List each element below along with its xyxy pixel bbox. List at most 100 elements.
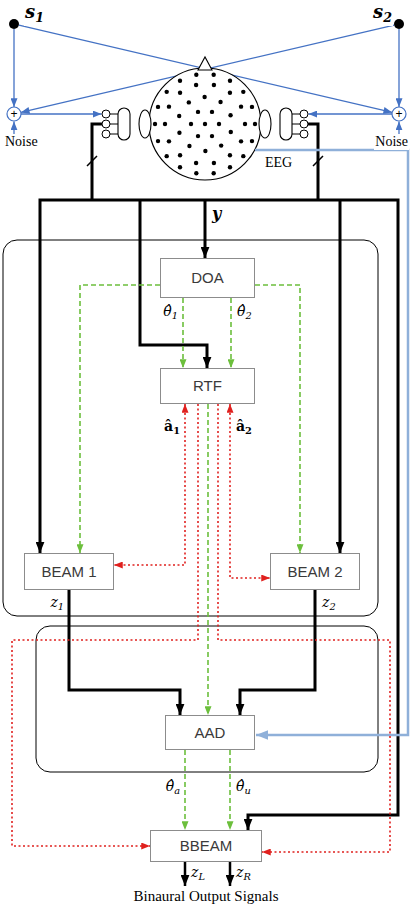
connectors bbox=[12, 285, 390, 852]
diagram-label: s2 bbox=[372, 2, 393, 26]
noise-arrow bbox=[13, 122, 14, 135]
nose-symbol bbox=[198, 57, 212, 70]
math-symbol: y bbox=[212, 204, 221, 223]
microphone-symbol bbox=[102, 120, 110, 128]
math-symbol: z bbox=[322, 594, 329, 610]
signal-connector bbox=[182, 298, 184, 368]
math-symbol: θ̂ bbox=[163, 303, 171, 319]
diagram-label: zL bbox=[190, 864, 206, 883]
electrode bbox=[163, 122, 167, 126]
math-symbol: s bbox=[373, 1, 383, 22]
electrode bbox=[164, 154, 168, 158]
math-symbol: θ̂ bbox=[166, 778, 174, 794]
math-symbol: z bbox=[191, 864, 198, 880]
output-arrow bbox=[184, 862, 187, 886]
electrode bbox=[218, 100, 222, 104]
electrode bbox=[212, 83, 216, 87]
electrode bbox=[194, 161, 198, 165]
process-box: AAD bbox=[165, 715, 255, 750]
electrode bbox=[228, 78, 232, 82]
subscript: u bbox=[244, 785, 250, 796]
electrode bbox=[253, 122, 257, 126]
math-symbol: θ̂ bbox=[237, 303, 245, 319]
electrode bbox=[239, 139, 243, 143]
electrode bbox=[178, 91, 182, 95]
summing-circle bbox=[7, 107, 21, 121]
noise-arrow bbox=[398, 122, 399, 135]
eeg-arrow bbox=[255, 150, 408, 735]
microphone-symbol bbox=[300, 120, 308, 128]
head-outline bbox=[149, 68, 261, 180]
diagram-label: + bbox=[395, 108, 402, 120]
output-arrow bbox=[229, 862, 232, 886]
processing-panel bbox=[3, 240, 378, 616]
microphone-symbol bbox=[300, 110, 308, 118]
signal-label: θ̂1 bbox=[162, 303, 179, 322]
mic-wire bbox=[292, 114, 300, 134]
box-label: DOA bbox=[191, 269, 224, 286]
signal-connector bbox=[184, 750, 186, 830]
electrode bbox=[212, 161, 216, 165]
subscript: R bbox=[243, 871, 250, 882]
math-symbol: z bbox=[236, 864, 243, 880]
subscript: 1 bbox=[172, 310, 178, 321]
electrode bbox=[219, 143, 223, 147]
diagram-label: y bbox=[211, 205, 222, 223]
acoustic-path bbox=[13, 29, 14, 107]
mic-input-arrow bbox=[309, 113, 393, 114]
subscript: 2 bbox=[329, 601, 335, 612]
electrode bbox=[187, 144, 191, 148]
electrode bbox=[228, 153, 232, 157]
signal-bus bbox=[339, 200, 342, 553]
diagram-label: + bbox=[10, 108, 17, 120]
ear-symbol bbox=[139, 110, 151, 138]
electrode bbox=[167, 104, 171, 108]
box-label: BEAM 2 bbox=[287, 563, 342, 580]
mic-bus bbox=[92, 124, 102, 200]
process-box: BEAM 2 bbox=[270, 553, 360, 590]
electrode bbox=[178, 153, 182, 157]
electrode bbox=[167, 139, 171, 143]
signal-connector bbox=[255, 285, 300, 553]
subscript: 2 bbox=[245, 425, 252, 436]
electrode bbox=[153, 122, 157, 126]
electrode bbox=[250, 105, 254, 109]
math-symbol: â bbox=[164, 418, 173, 434]
diagram-label: Noise bbox=[4, 134, 39, 150]
process-box: RTF bbox=[160, 368, 255, 404]
electrode bbox=[164, 90, 168, 94]
electrode bbox=[178, 78, 182, 82]
signal-connector bbox=[240, 590, 315, 715]
electrode bbox=[177, 131, 181, 135]
summing-circle bbox=[392, 107, 406, 121]
electrode bbox=[194, 83, 198, 87]
signal-label: θ̂a bbox=[165, 778, 181, 797]
electrode bbox=[194, 73, 198, 77]
acoustic-path bbox=[398, 29, 399, 107]
math-symbol: s bbox=[25, 1, 35, 22]
signal-label: z1 bbox=[49, 594, 65, 613]
subscript: L bbox=[198, 871, 205, 882]
electrode bbox=[228, 113, 232, 117]
diagram-label: EEG bbox=[264, 155, 293, 171]
electrode bbox=[229, 130, 233, 134]
electrode bbox=[211, 171, 215, 175]
diagram-label: Noise bbox=[374, 134, 409, 150]
mic-wire bbox=[110, 114, 118, 134]
electrode bbox=[239, 104, 243, 108]
output-caption: Binaural Output Signals bbox=[133, 888, 280, 905]
electrode bbox=[228, 91, 232, 95]
mic-input-arrow bbox=[21, 113, 102, 114]
diagram-label: zR bbox=[235, 864, 252, 883]
electrode bbox=[202, 95, 206, 99]
signal-label: â2 bbox=[235, 418, 253, 437]
electrode bbox=[210, 110, 214, 114]
microphone-symbol bbox=[102, 130, 110, 138]
source-dot bbox=[9, 19, 19, 29]
subscript: 2 bbox=[383, 10, 392, 25]
electrode bbox=[203, 122, 207, 126]
